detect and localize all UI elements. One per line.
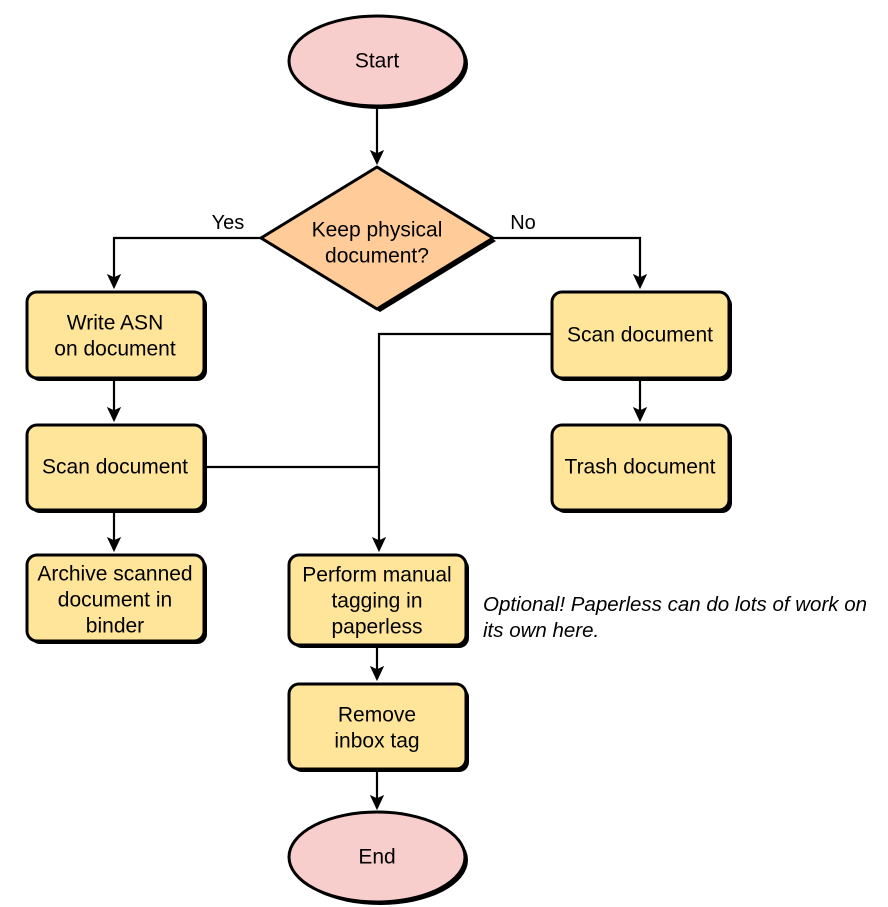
node-trash-document[interactable]: Trash document <box>550 423 732 513</box>
node-write-asn-label-line2: on document <box>54 338 176 361</box>
node-trash-document-label: Trash document <box>565 456 716 479</box>
node-scan-document-left[interactable]: Scan document <box>25 423 207 513</box>
node-end-label: End <box>358 846 395 869</box>
node-remove-inbox-label-line2: inbox tag <box>334 730 419 753</box>
node-archive-label-line3: binder <box>86 615 144 638</box>
edge-scan-right-to-manual-tagging <box>371 332 552 553</box>
node-archive-scanned-document[interactable]: Archive scanned document in binder <box>25 553 207 644</box>
node-decision-label-line2: document? <box>325 245 429 268</box>
node-start-label: Start <box>355 50 400 73</box>
node-write-asn-on-document[interactable]: Write ASN on document <box>25 290 207 381</box>
edge-label-layer: Yes No <box>212 212 536 234</box>
node-perform-manual-tagging[interactable]: Perform manual tagging in paperless <box>287 553 469 648</box>
node-start[interactable]: Start <box>287 14 468 109</box>
node-decision-label-line1: Keep physical <box>312 219 443 242</box>
node-archive-label-line2: document in <box>58 589 172 612</box>
annotation-optional-paperless: Optional! Paperless can do lots of work … <box>483 593 867 642</box>
node-scan-document-left-label: Scan document <box>42 456 188 479</box>
edge-label-yes: Yes <box>212 212 245 234</box>
node-remove-inbox-label-line1: Remove <box>338 704 416 727</box>
edge-decision-to-scan-right <box>493 236 648 290</box>
node-scan-document-right[interactable]: Scan document <box>550 290 732 381</box>
node-write-asn-label-line1: Write ASN <box>67 312 163 335</box>
node-remove-inbox-tag[interactable]: Remove inbox tag <box>287 682 469 772</box>
node-manual-tagging-label-line3: paperless <box>331 616 422 639</box>
annotation-line1: Optional! Paperless can do lots of work … <box>483 593 867 616</box>
node-archive-label-line1: Archive scanned <box>37 563 192 586</box>
edge-decision-to-write-asn <box>106 236 261 290</box>
node-manual-tagging-label-line1: Perform manual <box>302 564 451 587</box>
annotation-line2: its own here. <box>483 619 599 642</box>
edge-layer <box>106 106 648 811</box>
edge-label-no: No <box>510 212 536 234</box>
node-manual-tagging-label-line2: tagging in <box>331 590 422 613</box>
node-decision-keep-physical-document[interactable]: Keep physical document? <box>259 165 496 312</box>
node-end[interactable]: End <box>287 810 468 905</box>
node-scan-document-right-label: Scan document <box>567 324 713 347</box>
